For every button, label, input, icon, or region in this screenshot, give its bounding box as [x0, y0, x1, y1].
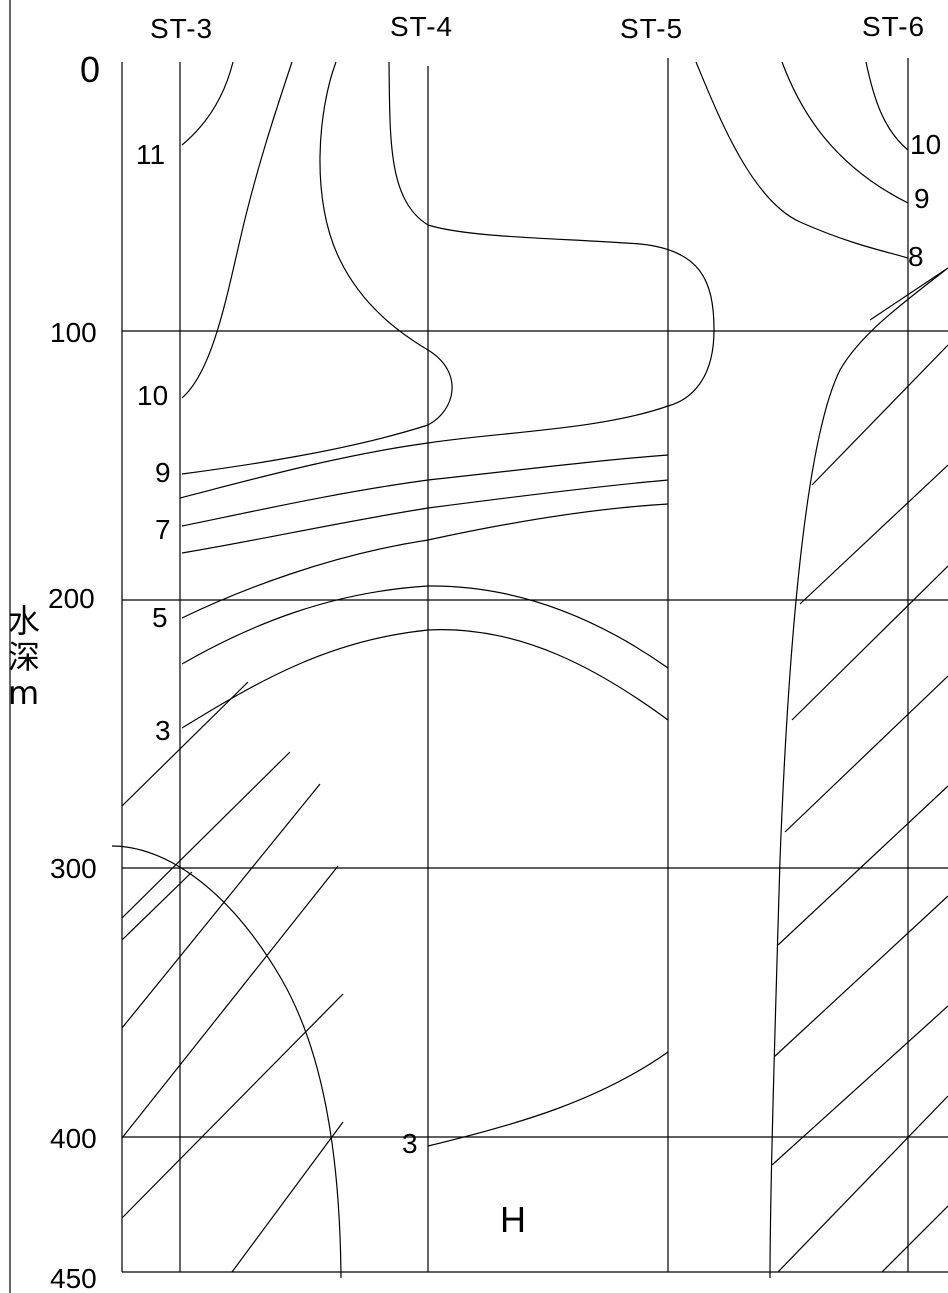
hatch-left	[111, 681, 344, 1279]
y-axis-label-char-1: 水	[8, 602, 40, 640]
station-label-st4: ST-4	[390, 11, 453, 42]
contours-right	[695, 61, 948, 1279]
contour-9-upper	[179, 61, 715, 499]
high-pressure-mark: H	[500, 1199, 526, 1240]
frame	[9, 0, 948, 1293]
contour-10b	[181, 61, 453, 475]
boundary-left	[111, 845, 342, 1279]
station-label-st5: ST-5	[620, 13, 683, 44]
depth-tick-labels: 0 100 200 300 400 450	[48, 49, 100, 1293]
depth-tick-400: 400	[50, 1123, 97, 1154]
contour-label-bottom-3: 3	[402, 1128, 418, 1159]
contour-label-right-9: 9	[914, 183, 930, 214]
contour-right-7	[769, 267, 948, 1279]
contour-label-11: 11	[136, 139, 165, 170]
contour-8	[181, 454, 669, 527]
y-axis-label: 水 深 m	[8, 602, 40, 712]
y-axis-label-char-2: 深	[8, 638, 40, 676]
station-lines	[179, 58, 909, 1272]
depth-tick-200: 200	[48, 583, 95, 614]
contour-right-8	[695, 61, 909, 259]
depth-tick-450: 450	[50, 1263, 97, 1293]
contour-bottom-3	[427, 1051, 669, 1147]
contours-lower	[427, 1051, 669, 1147]
contour-5	[181, 585, 669, 669]
contour-label-9: 9	[155, 457, 171, 488]
station-labels: ST-3 ST-4 ST-5 ST-6	[150, 11, 925, 44]
depth-tick-300: 300	[50, 853, 97, 884]
contour-label-3: 3	[155, 715, 171, 746]
contour-label-5: 5	[152, 602, 168, 633]
contour-label-7: 7	[155, 514, 171, 545]
station-label-st3: ST-3	[150, 13, 213, 44]
depth-tick-100: 100	[50, 317, 97, 348]
contour-label-right-10: 10	[910, 129, 941, 160]
contour-label-10: 10	[137, 380, 168, 411]
depth-gridlines	[122, 330, 948, 1138]
contour-4	[181, 629, 669, 729]
contour-10	[181, 61, 293, 399]
contour-7	[181, 479, 669, 554]
contour-11	[181, 61, 234, 146]
contour-right-10	[865, 61, 909, 151]
station-label-st6: ST-6	[862, 11, 925, 42]
depth-tick-0: 0	[80, 49, 100, 90]
contour-labels: 11 10 9 7 5 3 10 9 8 3	[136, 129, 941, 1159]
contour-right-9	[781, 61, 909, 204]
contours-upper	[179, 61, 715, 729]
hatch-right	[771, 267, 948, 1273]
contour-label-right-8: 8	[908, 241, 924, 272]
contour-6	[181, 503, 669, 619]
y-axis-label-char-3: m	[8, 674, 39, 712]
